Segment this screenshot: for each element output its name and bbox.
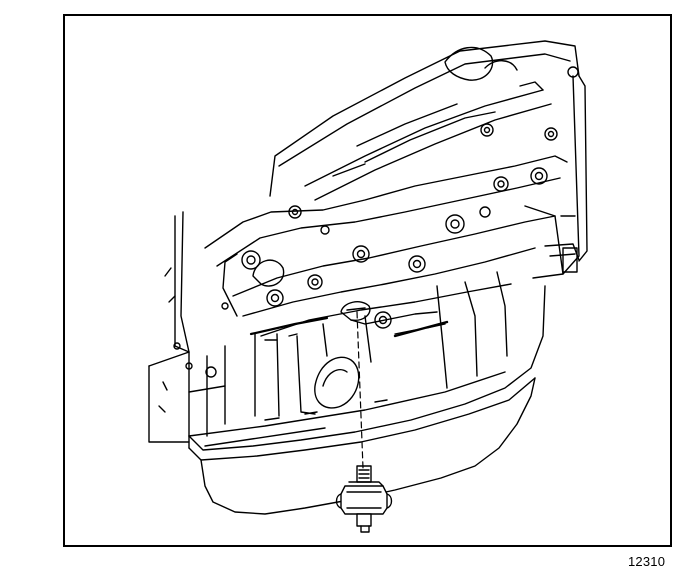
intake-manifold-outline: [269, 40, 580, 201]
engine-block-illustration: [148, 40, 588, 533]
exhaust-port-bolts: [221, 66, 579, 329]
installation-arrow-icon: [356, 311, 364, 469]
engine-block-side: [148, 211, 256, 443]
cylinder-head-outline: [204, 155, 568, 337]
illustration-frame: [63, 14, 672, 547]
engine-mount-bracket: [524, 75, 588, 279]
knock-sensor-icon: [335, 465, 393, 533]
knock-sensor-mount-boss: [340, 301, 371, 321]
oil-pan-rail: [188, 316, 506, 437]
figure-number: 12310: [628, 554, 666, 569]
